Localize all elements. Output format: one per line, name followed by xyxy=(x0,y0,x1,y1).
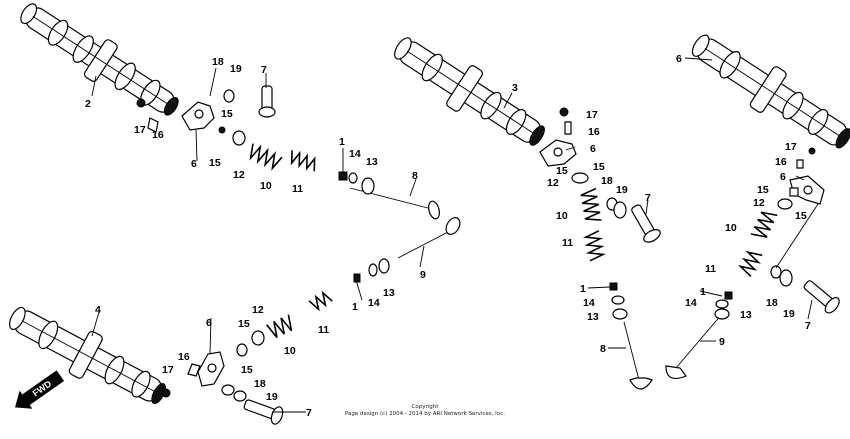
callout-16-lower-left[interactable]: 16 xyxy=(178,351,190,363)
callout-19-center[interactable]: 19 xyxy=(616,184,628,196)
callout-15-upper-left-b[interactable]: 15 xyxy=(209,157,221,169)
callout-14-center[interactable]: 14 xyxy=(583,297,595,309)
rocker-shaft-7-lower-left[interactable] xyxy=(242,395,285,425)
callout-2[interactable]: 2 xyxy=(85,98,91,110)
callout-17-lower-left[interactable]: 17 xyxy=(162,364,174,376)
callout-11-upper-left[interactable]: 11 xyxy=(292,183,303,195)
copyright-notice: Copyright Page design (c) 2004 - 2014 by… xyxy=(345,404,505,417)
callout-10-lower-left[interactable]: 10 xyxy=(284,345,296,357)
camshaft-3[interactable] xyxy=(385,25,555,158)
callout-14-upper[interactable]: 14 xyxy=(349,148,361,160)
camshaft-4[interactable] xyxy=(1,294,175,417)
callout-15-lower-left-a[interactable]: 15 xyxy=(238,318,250,330)
callout-6-right-top[interactable]: 6 xyxy=(676,53,682,65)
spring-10-right[interactable] xyxy=(750,209,778,241)
callout-16-upper-left[interactable]: 16 xyxy=(152,129,164,141)
callout-7-upper-left[interactable]: 7 xyxy=(261,64,267,76)
callout-15-right-a[interactable]: 15 xyxy=(757,184,769,196)
callout-17-upper-left[interactable]: 17 xyxy=(134,124,146,136)
spring-10-center[interactable] xyxy=(580,187,602,223)
callout-18-upper-left[interactable]: 18 xyxy=(212,56,224,68)
callout-6-upper-left[interactable]: 6 xyxy=(191,158,197,170)
valve-8-lower[interactable] xyxy=(623,321,653,390)
callout-7-right[interactable]: 7 xyxy=(805,320,811,332)
callout-7-lower-left[interactable]: 7 xyxy=(306,407,312,419)
callout-8-center[interactable]: 8 xyxy=(600,343,606,355)
callout-1-upper[interactable]: 1 xyxy=(339,136,345,148)
spring-11-right[interactable] xyxy=(737,249,763,278)
callout-15-center-b[interactable]: 15 xyxy=(593,161,605,173)
callout-labels: 2 18 19 7 15 17 16 6 15 12 10 11 1 14 13… xyxy=(85,53,811,419)
callout-18-right[interactable]: 18 xyxy=(766,297,778,309)
callout-13-right[interactable]: 13 xyxy=(740,309,752,321)
callout-6-lower-left[interactable]: 6 xyxy=(206,317,212,329)
callout-11-right[interactable]: 11 xyxy=(705,263,716,275)
callout-19-right[interactable]: 19 xyxy=(783,308,795,320)
callout-12-center[interactable]: 12 xyxy=(547,177,559,189)
copyright-line-1: Copyright xyxy=(412,404,440,410)
callout-12-right[interactable]: 12 xyxy=(753,197,765,209)
spring-10-upper-left[interactable] xyxy=(247,143,283,171)
callout-9-lower[interactable]: 9 xyxy=(719,336,725,348)
rocker-shaft-7-right[interactable] xyxy=(800,277,841,316)
callout-14-right[interactable]: 14 xyxy=(685,297,697,309)
spring-11-lower-left[interactable] xyxy=(308,290,333,312)
callout-12-upper-left[interactable]: 12 xyxy=(233,169,245,181)
callout-12-lower-left[interactable]: 12 xyxy=(252,304,264,316)
callout-1-center[interactable]: 1 xyxy=(580,283,586,295)
callout-15-right-b[interactable]: 15 xyxy=(795,210,807,222)
callout-19-upper-left[interactable]: 19 xyxy=(230,63,242,75)
callout-17-center[interactable]: 17 xyxy=(586,109,598,121)
callout-1-right[interactable]: 1 xyxy=(700,286,706,298)
callout-15-center-a[interactable]: 15 xyxy=(556,165,568,177)
callout-18-center[interactable]: 18 xyxy=(601,175,613,187)
small-hardware xyxy=(136,89,819,402)
callout-10-center[interactable]: 10 xyxy=(556,210,568,222)
callout-6-center[interactable]: 6 xyxy=(590,143,596,155)
valve-8-upper[interactable] xyxy=(349,187,441,220)
spring-11-center[interactable] xyxy=(582,230,606,262)
callout-4[interactable]: 4 xyxy=(95,304,101,316)
rocker-arm-6-lower-left[interactable] xyxy=(197,351,225,387)
callout-6-right[interactable]: 6 xyxy=(780,171,786,183)
callout-13-lower[interactable]: 13 xyxy=(383,287,395,299)
callout-10-right[interactable]: 10 xyxy=(725,222,737,234)
rocker-shaft-7-center[interactable] xyxy=(627,202,662,245)
callout-7-center[interactable]: 7 xyxy=(645,192,651,204)
callout-17-right[interactable]: 17 xyxy=(785,141,797,153)
rocker-arm-6-upper-left[interactable] xyxy=(181,101,215,131)
rocker-arm-6-center[interactable] xyxy=(539,139,577,167)
callout-11-lower-left[interactable]: 11 xyxy=(318,324,329,336)
callout-19-lower-left[interactable]: 19 xyxy=(266,391,278,403)
spring-10-lower-left[interactable] xyxy=(265,314,296,340)
callout-10-upper-left[interactable]: 10 xyxy=(260,180,272,192)
callout-3[interactable]: 3 xyxy=(512,82,518,94)
callout-13-center[interactable]: 13 xyxy=(587,311,599,323)
valve-9-upper[interactable] xyxy=(397,215,463,259)
rocker-shaft-7-upper-left[interactable] xyxy=(258,85,276,118)
camshaft-2[interactable] xyxy=(12,0,188,127)
callout-15-upper-left-a[interactable]: 15 xyxy=(221,108,233,120)
callout-1-lower[interactable]: 1 xyxy=(352,301,358,313)
fwd-arrow-icon: FWD xyxy=(15,370,65,409)
callout-16-right[interactable]: 16 xyxy=(775,156,787,168)
callout-13-upper[interactable]: 13 xyxy=(366,156,378,168)
spring-11-upper-left[interactable] xyxy=(288,150,318,172)
callout-9-upper[interactable]: 9 xyxy=(420,269,426,281)
copyright-line-2: Page design (c) 2004 - 2014 by ARI Netwo… xyxy=(345,411,505,417)
leader-lines xyxy=(91,57,813,413)
callout-14-lower[interactable]: 14 xyxy=(368,297,380,309)
valve-9-lower[interactable] xyxy=(665,313,723,379)
camshaft-6[interactable] xyxy=(683,22,850,161)
callout-15-lower-left-b[interactable]: 15 xyxy=(241,364,253,376)
callout-16-center[interactable]: 16 xyxy=(588,126,600,138)
callout-11-center[interactable]: 11 xyxy=(562,237,573,249)
callout-8-upper[interactable]: 8 xyxy=(412,170,418,182)
callout-18-lower-left[interactable]: 18 xyxy=(254,378,266,390)
